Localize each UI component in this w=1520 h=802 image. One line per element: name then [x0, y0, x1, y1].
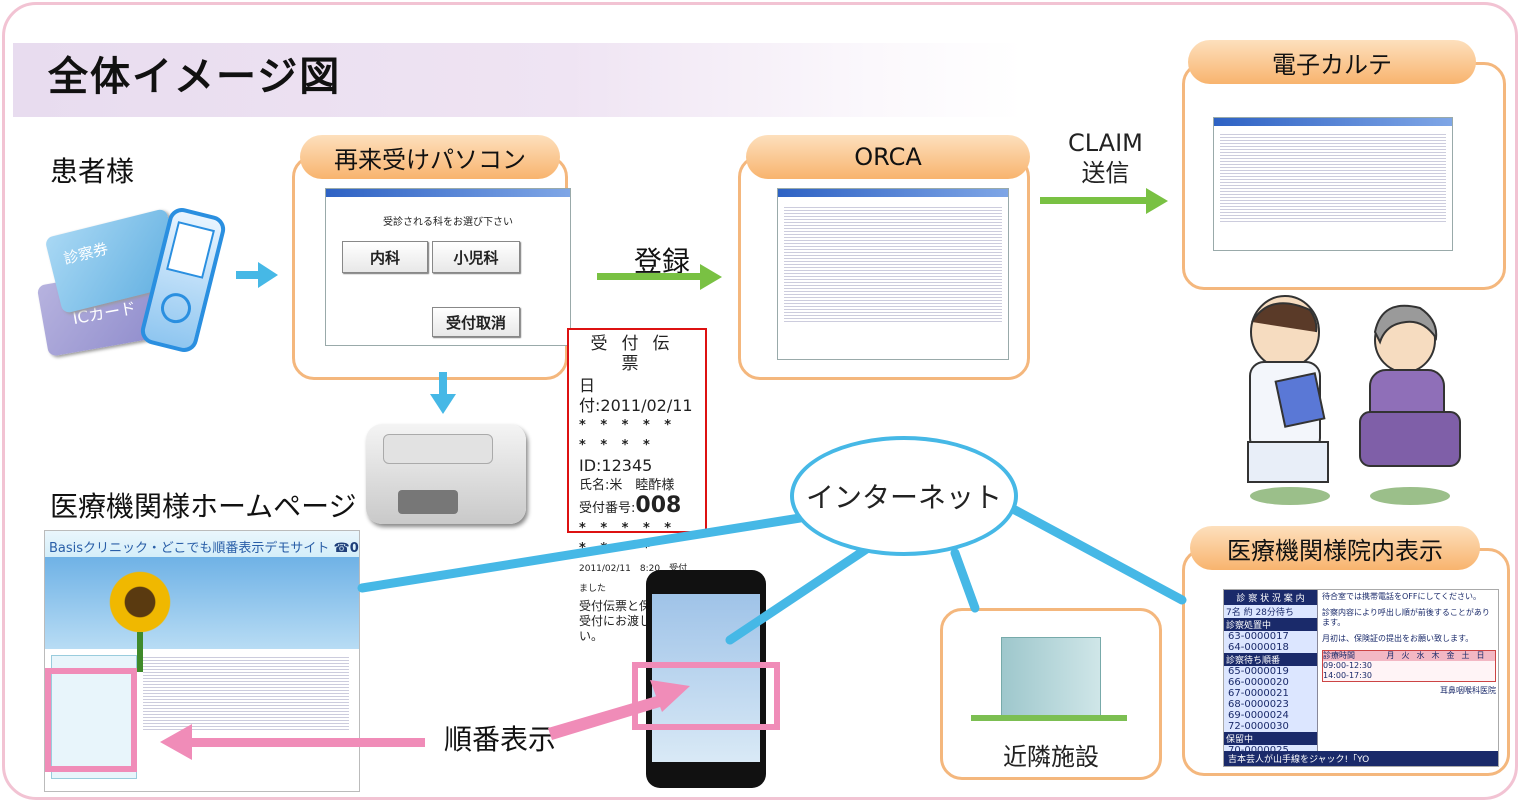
day-label: 土 [1461, 651, 1470, 660]
hold-label: 保留中 [1224, 732, 1317, 745]
reception-window: 受診される科をお選び下さい 内科 小児科 受付取消 [325, 188, 571, 346]
register-arrow [597, 273, 703, 280]
in-exam-label: 診察処置中 [1224, 618, 1317, 631]
orca-window [777, 188, 1009, 360]
nearby-facility-box: 近隣施設 [940, 608, 1162, 780]
day-label: 木 [1431, 651, 1440, 660]
order-display-label: 順番表示 [444, 723, 557, 756]
queue-number: 69-0000024 [1228, 710, 1289, 721]
hours-table: 診療時間 月 火 水 木 金 土 日 09:00-12:30 14:00-17:… [1322, 650, 1496, 682]
receipt-printer [358, 410, 538, 530]
clinic-name: 耳鼻咽喉科医院 [1440, 686, 1496, 695]
queue-number: 67-0000021 [1228, 688, 1289, 699]
building-base [971, 715, 1127, 721]
board-title: 診 察 状 況 案 内 [1224, 590, 1317, 605]
in-hospital-tag: 医療機関様院内表示 [1190, 526, 1480, 570]
queue-number: 68-0000023 [1228, 699, 1289, 710]
wait-info: 7名 約 28分待ち [1226, 608, 1294, 618]
hours-morning: 09:00-12:30 [1323, 661, 1495, 671]
day-label: 火 [1401, 651, 1410, 660]
homepage-order-highlight [45, 668, 137, 772]
slip-number-row: 受付番号:008 [579, 493, 695, 519]
doctor-patient-illustration [1247, 295, 1461, 505]
homepage-screenshot: Basisクリニック・どこでも順番表示デモサイト ☎043-375-2144 [44, 530, 360, 792]
arrow-head [1146, 188, 1168, 214]
waiting-list: 65-0000019 66-0000020 67-0000021 68-0000… [1224, 666, 1317, 732]
building-icon [1001, 637, 1101, 717]
slip-stars: * * * * * * * * * [579, 418, 677, 453]
day-label: 月 [1386, 651, 1395, 660]
shonika-button[interactable]: 小児科 [432, 241, 520, 273]
arrow-head [258, 262, 278, 288]
naika-button[interactable]: 内科 [342, 241, 428, 273]
notice-2: 診察内容により呼出し順が前後することがあります。 [1322, 608, 1490, 627]
notice-3: 月初は、保険証の提出をお願い致します。 [1322, 634, 1474, 643]
day-label: 金 [1446, 651, 1455, 660]
arrow-head-down [430, 394, 456, 414]
day-label: 日 [1476, 651, 1485, 660]
homepage-header: Basisクリニック・どこでも順番表示デモサイト ☎043-375-2144 [45, 531, 359, 557]
homepage-phone: ☎043-375-2144 [333, 541, 359, 556]
register-label: 登録 [634, 245, 691, 278]
internet-cloud: インターネット [790, 436, 1018, 556]
reception-pc-tag: 再来受けパソコン [300, 135, 560, 179]
slip-time: 2011/02/11 8:20 受付ました [579, 564, 688, 594]
arrow-to-printer [439, 372, 447, 396]
queue-number: 63-0000017 [1228, 631, 1289, 642]
waiting-label: 診察待ち順番 [1224, 653, 1317, 666]
orca-tag: ORCA [746, 135, 1030, 179]
reception-pc-box: 受診される科をお選び下さい 内科 小児科 受付取消 [292, 155, 571, 380]
in-hospital-board: 診 察 状 況 案 内 7名 約 28分待ち 診察処置中 63-0000017 … [1223, 589, 1499, 767]
queue-number: 70-0000025 [1228, 745, 1317, 756]
homepage-site-title: Basisクリニック・どこでも順番表示デモサイト [49, 541, 330, 556]
emr-tag: 電子カルテ [1188, 40, 1476, 84]
arrow-to-reception [236, 271, 262, 279]
homepage-body [45, 649, 359, 779]
news-ticker: 吉本芸人が山手線をジャック!「YO [1224, 751, 1498, 766]
smartphone [646, 570, 766, 788]
slip-heading: 受付伝票 [590, 334, 684, 374]
sunflower-banner [45, 557, 359, 672]
queue-number: 65-0000019 [1228, 666, 1289, 677]
in-exam-list: 63-0000017 64-0000018 [1224, 631, 1317, 653]
hours-label: 診療時間 [1323, 651, 1355, 660]
day-label: 水 [1416, 651, 1425, 660]
reception-prompt: 受診される科をお選び下さい [383, 217, 513, 228]
queue-number: 66-0000020 [1228, 677, 1289, 688]
claim-line2: 送信 [1081, 159, 1130, 187]
orca-box [738, 155, 1030, 380]
patient-label: 患者様 [50, 155, 135, 188]
slip-number-label: 受付番号: [579, 501, 636, 516]
reception-slip: 受付伝票 日付:2011/02/11 * * * * * * * * * ID:… [567, 328, 707, 643]
in-hospital-box: 診 察 状 況 案 内 7名 約 28分待ち 診察処置中 63-0000017 … [1182, 548, 1510, 776]
homepage-label: 医療機関様ホームページ [50, 490, 357, 523]
page-title: 全体イメージ図 [48, 54, 342, 100]
hours-afternoon: 14:00-17:30 [1323, 671, 1495, 681]
claim-arrow [1040, 197, 1148, 204]
phone-order-highlight [632, 662, 780, 730]
notice-column: 待合室では携帯電話をOFFにしてください。 診察内容により呼出し順が前後すること… [1322, 592, 1496, 696]
title-bar [13, 43, 1023, 117]
queue-number: 72-0000030 [1228, 721, 1289, 732]
emr-box [1182, 62, 1506, 290]
emr-window [1213, 117, 1453, 251]
notice-1: 待合室では携帯電話をOFFにしてください。 [1322, 592, 1482, 601]
claim-label: CLAIM 送信 [1068, 128, 1143, 188]
slip-number: 008 [635, 493, 682, 518]
arrow-head [700, 264, 722, 290]
queue-number: 64-0000018 [1228, 642, 1289, 653]
claim-line1: CLAIM [1068, 129, 1143, 157]
cancel-button[interactable]: 受付取消 [432, 307, 520, 337]
slip-date: 日付:2011/02/11 [579, 376, 693, 415]
slip-id: ID:12345 [579, 456, 653, 475]
slip-name: 氏名:米 睦酢様 [579, 478, 675, 493]
nearby-label: 近隣施設 [1003, 743, 1099, 771]
